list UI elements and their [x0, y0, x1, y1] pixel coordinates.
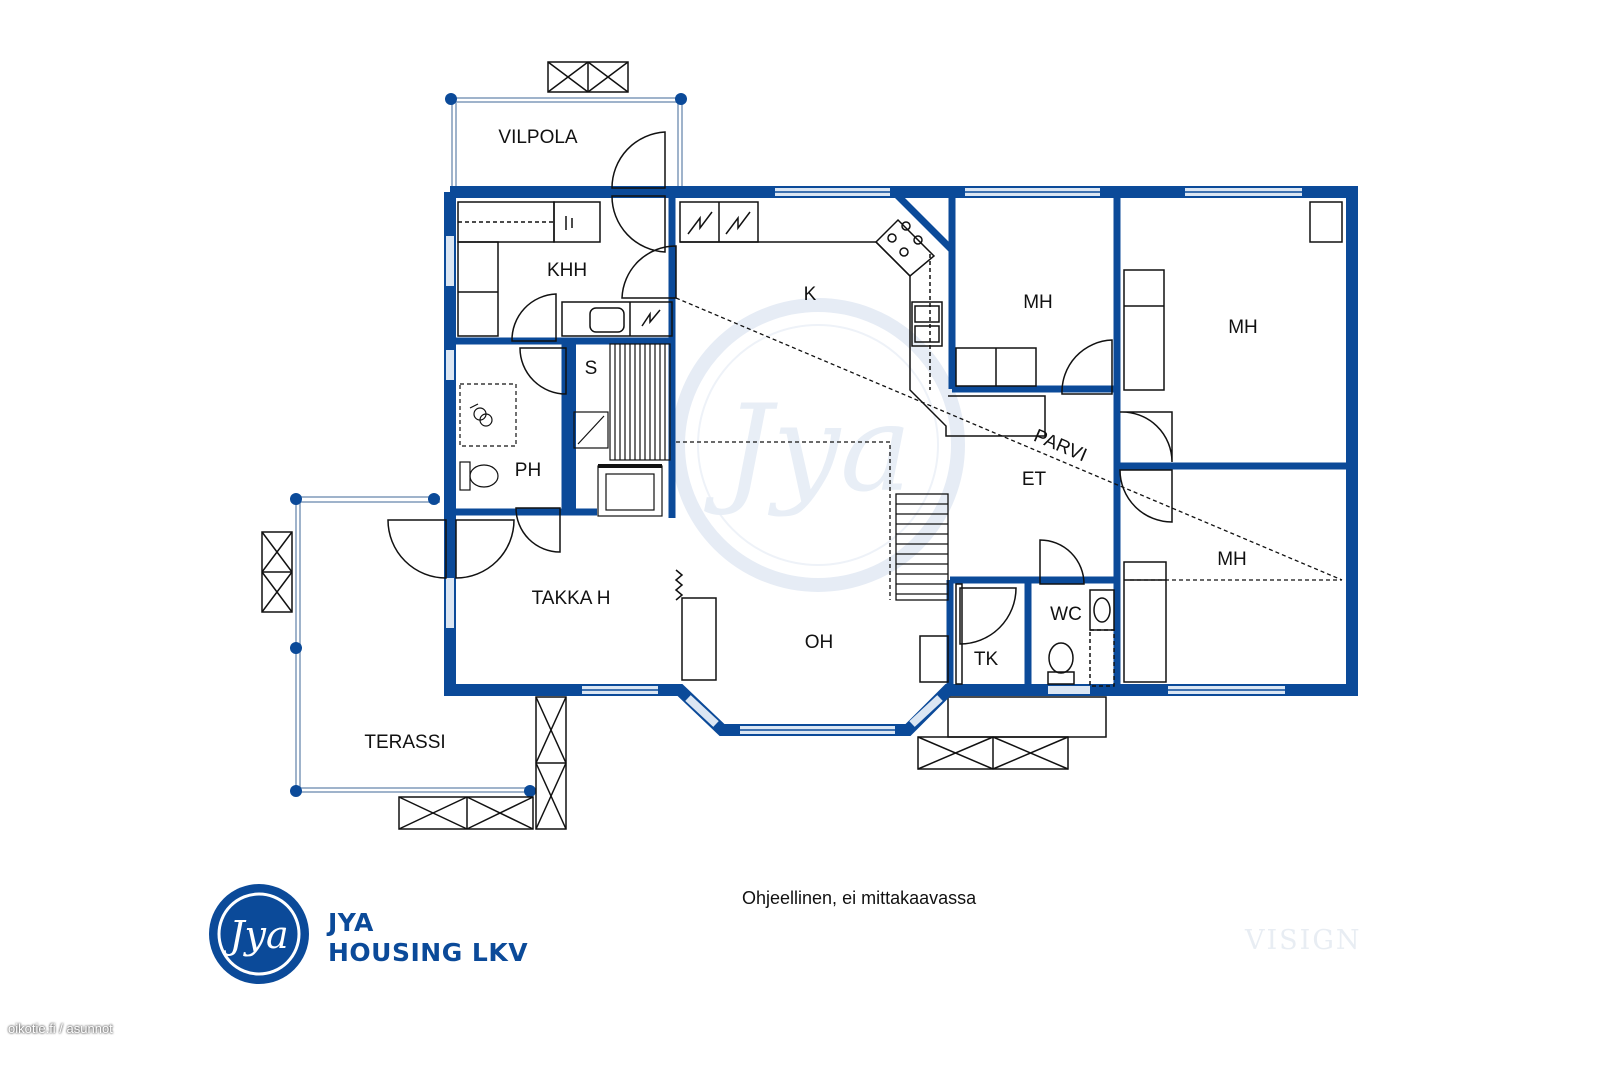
vilpola-steps: [547, 61, 629, 93]
vilpola-frame: [451, 97, 683, 188]
watermark-logo: Jya: [671, 298, 965, 592]
source-credit: oikotie.fi / asunnot: [8, 1021, 113, 1036]
logo-monogram: Jya: [222, 913, 288, 957]
scale-note: Ohjeellinen, ei mittakaavassa: [742, 888, 977, 908]
company-name-line1: JYA: [328, 908, 374, 937]
room-label-mh-top-right: MH: [1228, 317, 1258, 338]
doors: [387, 131, 1173, 645]
room-label-vilpola: VILPOLA: [498, 127, 578, 148]
sauna-fixtures: [459, 343, 671, 517]
svg-text:Jya: Jya: [703, 380, 911, 519]
terassi-posts: [290, 493, 536, 797]
room-label-et: ET: [1022, 469, 1047, 490]
parvi-outline: [675, 297, 1343, 600]
window-lines: [582, 191, 1302, 731]
khh-fixtures: [457, 201, 673, 337]
room-label-ph: PH: [515, 460, 541, 481]
visign-watermark: VISIGN: [1245, 925, 1362, 956]
sauna-stove-wall: [566, 344, 576, 512]
room-labels: VILPOLA KHH K MH MH S PH PARVI ET MH TAK…: [364, 127, 1257, 753]
furniture: [674, 201, 1343, 683]
room-label-terassi: TERASSI: [364, 732, 445, 753]
kitchen-fixtures: [679, 201, 1046, 437]
stairs: [895, 493, 949, 601]
company-name: JYA HOUSING LKV: [328, 908, 528, 968]
company-name-line2: HOUSING LKV: [328, 938, 529, 967]
room-label-takka-h: TAKKA H: [532, 588, 611, 609]
room-label-oh: OH: [805, 632, 834, 653]
room-label-mh-top-middle: MH: [1023, 292, 1053, 313]
room-label-parvi: PARVI: [1031, 425, 1090, 466]
room-label-s: S: [585, 358, 598, 379]
room-label-mh-bottom-right: MH: [1217, 549, 1247, 570]
entrance-steps: [917, 696, 1107, 770]
room-label-tk: TK: [974, 649, 999, 670]
room-label-wc: WC: [1050, 604, 1082, 625]
room-label-k: K: [804, 284, 817, 305]
vilpola-posts: [445, 93, 687, 105]
wc-fixtures: [955, 583, 1115, 687]
terassi-steps: [261, 531, 567, 830]
company-logo-mark: Jya: [209, 884, 309, 984]
room-label-khh: KHH: [547, 260, 587, 281]
